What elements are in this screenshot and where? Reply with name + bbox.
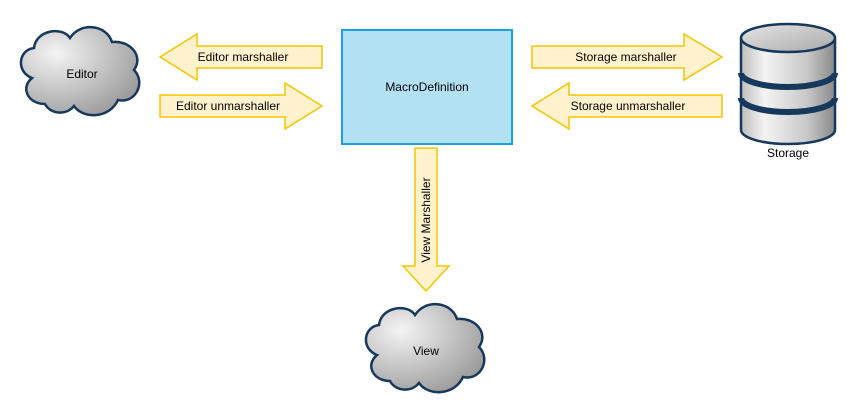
macro-definition-label: MacroDefinition bbox=[385, 80, 468, 94]
editor-label: Editor bbox=[66, 67, 97, 81]
storage-unmarshaller-arrow: Storage unmarshaller bbox=[530, 81, 723, 131]
view-marshaller-arrow: View Marshaller bbox=[401, 147, 451, 293]
view-node: View bbox=[364, 303, 486, 394]
editor-unmarshaller-label: Editor unmarshaller bbox=[176, 99, 280, 113]
view-marshaller-label: View Marshaller bbox=[419, 177, 433, 262]
macro-definition-box bbox=[341, 29, 513, 145]
macro-definition-node: MacroDefinition bbox=[341, 29, 513, 145]
view-label: View bbox=[413, 344, 439, 358]
editor-marshaller-arrow: Editor marshaller bbox=[158, 32, 323, 82]
editor-cloud-icon bbox=[19, 26, 141, 117]
storage-node: Storage bbox=[738, 22, 838, 160]
view-cloud-icon bbox=[364, 303, 486, 394]
editor-marshaller-label: Editor marshaller bbox=[198, 50, 289, 64]
database-icon bbox=[738, 22, 838, 146]
storage-marshaller-arrow: Storage marshaller bbox=[531, 32, 724, 82]
editor-unmarshaller-arrow: Editor unmarshaller bbox=[159, 81, 324, 131]
storage-marshaller-label: Storage marshaller bbox=[575, 50, 676, 64]
storage-label: Storage bbox=[767, 146, 809, 160]
editor-node: Editor bbox=[19, 26, 141, 117]
storage-unmarshaller-label: Storage unmarshaller bbox=[571, 99, 686, 113]
